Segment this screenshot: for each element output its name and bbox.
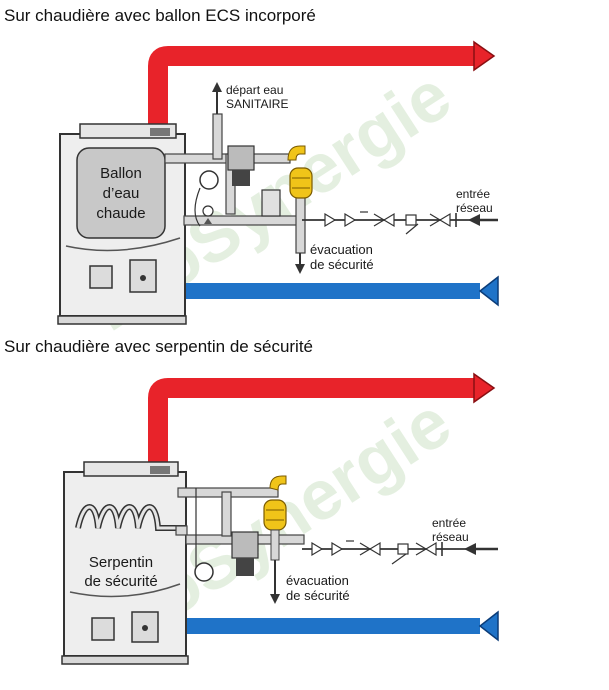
- hot-arrow-1: [473, 40, 496, 72]
- mixing-valve-1: [227, 145, 255, 186]
- evac-label-2-line2: de sécurité: [286, 588, 350, 603]
- evac-label-1-line1: évacuation: [310, 242, 373, 257]
- diagram2-schematic: ProSynergie Serpentin de sécurité: [61, 372, 499, 673]
- hot-pipe-2: [148, 378, 478, 468]
- entree-label-2-line1: entrée: [432, 516, 466, 530]
- cold-arrow-1: [478, 275, 499, 307]
- box-label-1-line2: d’eau: [103, 185, 140, 202]
- boiler-2: [61, 461, 189, 665]
- hot-pipe-1: [148, 46, 478, 136]
- evac-label-1-line2: de sécurité: [310, 257, 374, 272]
- mixing-valve-2: [231, 531, 259, 576]
- diagram1-title: Sur chaudière avec ballon ECS incorporé: [4, 6, 316, 25]
- hot-arrow-2: [473, 372, 496, 404]
- cold-pipe-1: [186, 283, 480, 299]
- gauge-2: [194, 562, 214, 582]
- safety-valve-2: [263, 475, 287, 561]
- gauge-1: [199, 170, 219, 190]
- entree-label-2-line2: réseau: [432, 530, 469, 544]
- small-valve-1: [202, 205, 214, 224]
- depart-label-1-line1: départ eau: [226, 83, 283, 97]
- box-label-2-line1: Serpentin: [89, 554, 153, 571]
- depart-label-1-line2: SANITAIRE: [226, 97, 288, 111]
- boiler-1: [57, 123, 187, 325]
- box-label-1-line1: Ballon: [100, 165, 142, 182]
- safety-valve-1: [287, 145, 313, 199]
- diagram1-schematic: ProSynergie Ballon d’eau chaude départ e…: [57, 40, 499, 346]
- entree-label-1-line2: réseau: [456, 201, 493, 215]
- inlet-line-1: [302, 211, 498, 235]
- inlet-line-2: [302, 540, 498, 565]
- expansion-tank-1: [261, 189, 281, 217]
- evac-label-2-line1: évacuation: [286, 573, 349, 588]
- cold-arrow-2: [478, 610, 499, 642]
- diagram2-title: Sur chaudière avec serpentin de sécurité: [4, 337, 314, 356]
- cold-pipe-2: [186, 618, 480, 634]
- box-label-2-line2: de sécurité: [84, 573, 157, 590]
- box-label-1-line3: chaude: [96, 205, 145, 222]
- entree-label-1-line1: entrée: [456, 187, 490, 201]
